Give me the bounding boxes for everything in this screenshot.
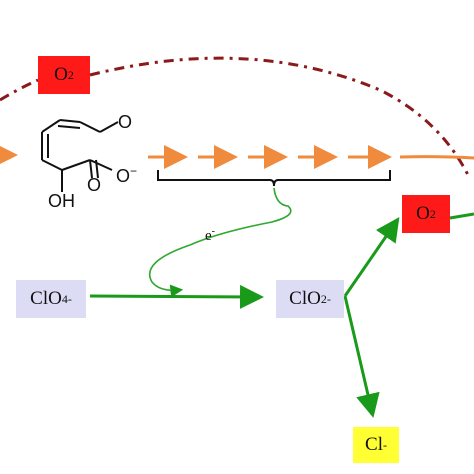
- chloride-box: Cl-: [353, 427, 399, 463]
- molecule-structure: [41, 119, 119, 192]
- carbonyl-oxygen-label: O: [87, 175, 102, 195]
- ketone-oxygen-label: O: [118, 112, 133, 132]
- oxygen-arc: [89, 56, 470, 176]
- brace: [157, 170, 391, 187]
- electron-label: e-: [205, 226, 216, 244]
- orange-flow-tail: [399, 155, 474, 160]
- o2-right-exit: [449, 212, 474, 220]
- clo2-to-cl-arrow: [343, 295, 380, 418]
- clo4-to-clo2-arrow: [89, 284, 264, 309]
- clo2-to-o2-arrow: [343, 217, 400, 297]
- carboxylate-oxygen-label: O−: [116, 164, 138, 186]
- oxygen-arc-left: [0, 78, 39, 102]
- electron-path: [148, 187, 292, 298]
- hydroxyl-label: OH: [48, 191, 75, 211]
